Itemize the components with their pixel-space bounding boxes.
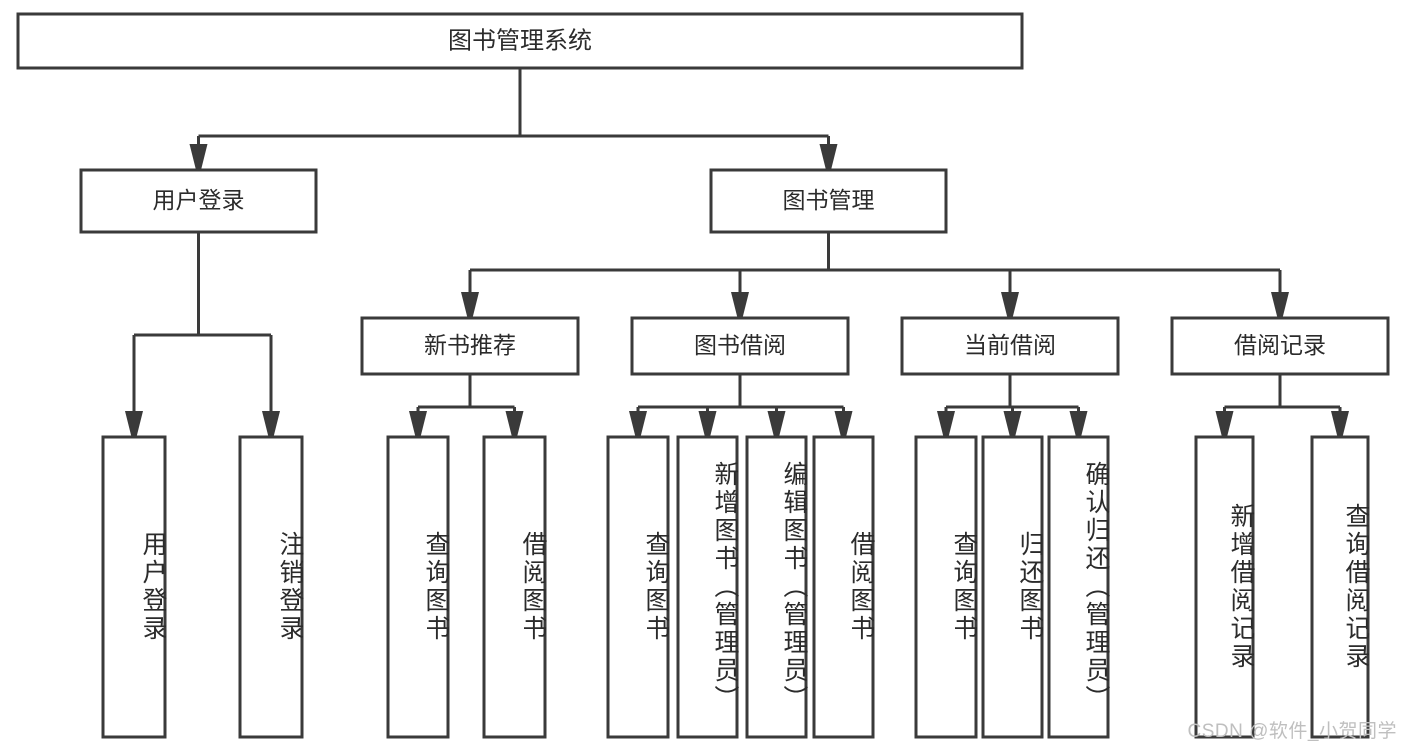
leaf-node-box-6[interactable] [745,435,808,739]
level3-node-box-2[interactable] [900,316,1120,376]
level2-node-box-0[interactable] [79,168,318,234]
leaf-node-box-4[interactable] [606,435,670,739]
level3-node-box-1[interactable] [630,316,850,376]
leaf-node-box-9[interactable] [981,435,1044,739]
arrow-down-icon [409,411,427,437]
level3-node-3-label: 借阅记录 [1234,332,1326,358]
leaf-node-box-0[interactable] [101,435,167,739]
arrow-down-icon [1069,411,1088,437]
box-layer [16,12,1390,739]
arrow-down-icon [819,144,838,170]
level2-node-0-label: 用户登录 [153,187,245,213]
arrow-down-icon [505,411,524,437]
arrow-down-icon [189,144,208,170]
arrow-down-icon [1271,292,1289,318]
arrow-down-icon [1003,411,1022,437]
arrow-down-icon [461,292,479,318]
arrow-down-icon [767,411,786,437]
arrow-down-icon [262,411,280,437]
leaf-node-box-8[interactable] [914,435,978,739]
leaf-node-box-2[interactable] [386,435,450,739]
arrow-down-icon [1001,292,1019,318]
leaf-node-box-10[interactable] [1047,435,1110,739]
leaf-node-box-1[interactable] [238,435,304,739]
arrow-down-icon [698,411,717,437]
level3-node-1-label: 图书借阅 [694,332,786,358]
arrow-down-icon [731,292,749,318]
leaf-node-box-7[interactable] [812,435,875,739]
level2-node-1-label: 图书管理 [783,187,875,213]
root-node-box[interactable] [16,12,1024,70]
watermark-text: CSDN @软件_小贺同学 [1187,721,1397,742]
leaf-node-box-5[interactable] [676,435,739,739]
arrow-down-icon [629,411,647,437]
leaf-node-box-12[interactable] [1310,435,1370,739]
level3-node-box-3[interactable] [1170,316,1390,376]
level2-node-box-1[interactable] [709,168,948,234]
arrow-down-icon [1215,411,1234,437]
arrow-down-icon [834,411,853,437]
level3-node-0-label: 新书推荐 [424,332,516,358]
arrow-down-icon [937,411,955,437]
root-node-label: 图书管理系统 [448,27,592,54]
level3-node-2-label: 当前借阅 [964,332,1056,358]
connector-layer [125,68,1349,437]
leaf-node-box-11[interactable] [1194,435,1255,739]
level3-node-box-0[interactable] [360,316,580,376]
leaf-node-box-3[interactable] [482,435,547,739]
arrow-down-icon [125,411,143,437]
arrow-down-icon [1331,411,1349,437]
